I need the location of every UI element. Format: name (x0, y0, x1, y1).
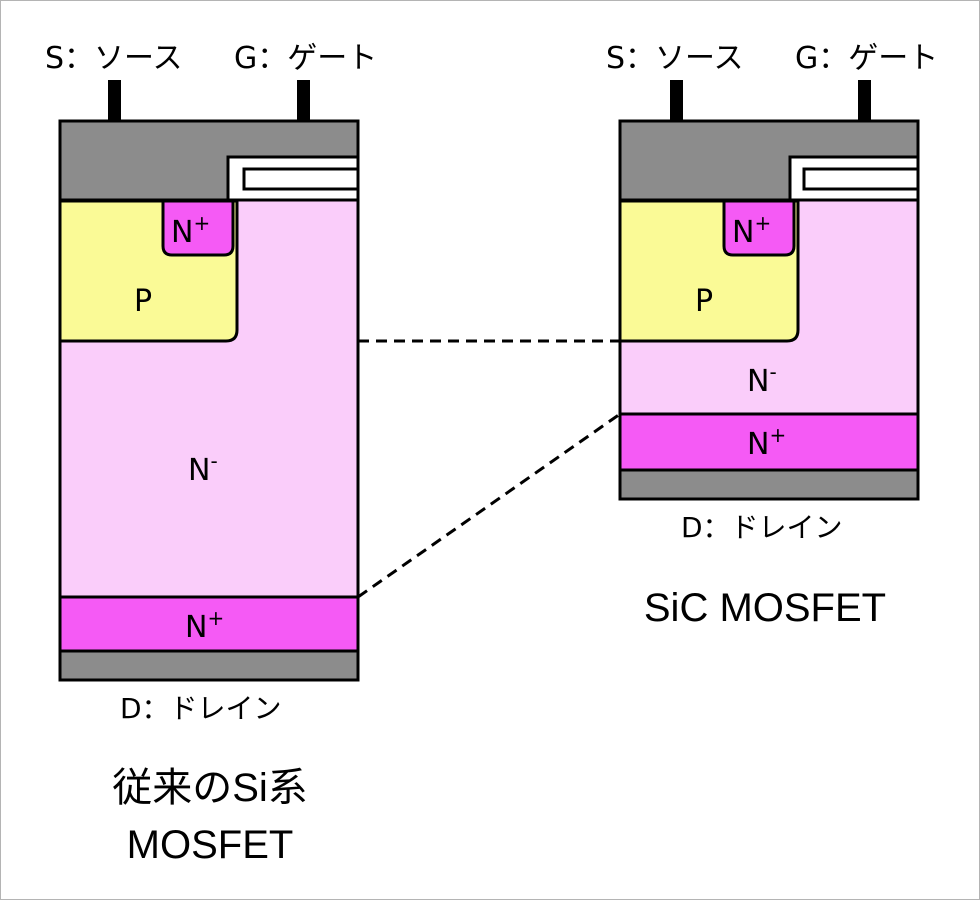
sic-drain-metal (618, 468, 920, 501)
si-drain-label: D：ドレイン (120, 692, 282, 725)
sic-source-label: S：ソース (606, 41, 744, 76)
sic-gate-electrode (802, 167, 920, 191)
sic-gate-label: G：ゲート (795, 41, 938, 76)
sic-caption: SiC MOSFET (644, 586, 886, 630)
si-source-lead (108, 80, 121, 122)
si-p-label: P (134, 284, 152, 319)
si-n-plus-bottom-label: N+ (185, 606, 224, 645)
doping-sign: + (193, 211, 210, 235)
doping-letter: N (747, 427, 769, 462)
doping-sign: + (754, 211, 771, 235)
sic-drain-label: D：ドレイン (681, 511, 843, 544)
sic-n-plus-top-label: N+ (732, 211, 771, 250)
doping-letter: N (732, 215, 754, 250)
sic-mosfet: S：ソース G：ゲート N+ P N- N+ D：ドレイン SiC MOSFET (606, 41, 938, 630)
sic-n-plus-bottom-label: N+ (747, 423, 786, 462)
sic-p-label: P (695, 284, 713, 319)
si-source-label: S：ソース (45, 41, 183, 76)
sic-n-minus-label: N- (747, 360, 777, 399)
doping-sign: + (207, 606, 224, 630)
doping-sign: - (769, 360, 776, 384)
sic-n-plus-substrate (618, 412, 920, 472)
doping-letter: N (185, 610, 207, 645)
sic-source-lead (670, 80, 683, 122)
doping-letter: N (188, 453, 210, 488)
si-n-minus-label: N- (188, 449, 218, 488)
si-gate-electrode (242, 167, 360, 191)
si-caption-line1: 従来のSi系 (112, 766, 308, 810)
si-drain-metal (58, 649, 360, 682)
si-mosfet: S：ソース G：ゲート N+ P N- N+ D：ドレイン 従来のSi系 MOS… (45, 41, 377, 867)
si-gate-label: G：ゲート (234, 41, 377, 76)
si-n-plus-source (161, 199, 235, 257)
si-caption-line2: MOSFET (127, 823, 294, 867)
doping-sign: - (210, 449, 217, 473)
sic-n-plus-source (722, 199, 796, 257)
dashed-connector-bottom (357, 412, 621, 599)
doping-sign: + (769, 423, 786, 447)
si-n-plus-substrate (58, 595, 360, 653)
doping-letter: N (171, 215, 193, 250)
si-n-plus-top-label: N+ (171, 211, 210, 250)
doping-letter: N (747, 364, 769, 399)
